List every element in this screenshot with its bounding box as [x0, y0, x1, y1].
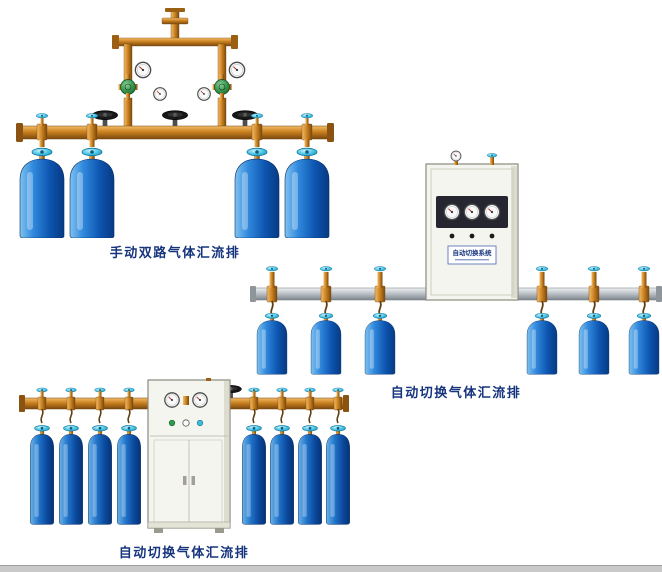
door-handle — [183, 476, 187, 485]
indicator-green — [168, 419, 176, 427]
pressure-gauge-icon — [192, 392, 208, 408]
hand-wheel-icon — [319, 266, 333, 272]
gas-cylinder — [628, 312, 660, 375]
cabinet-label: 自动切换系统 — [453, 248, 493, 257]
station-valves — [35, 113, 314, 126]
black-valve-icon — [91, 110, 119, 126]
pressure-gauge-icon — [153, 87, 167, 101]
gas-cylinder — [29, 424, 55, 525]
hand-wheel-icon — [250, 113, 264, 119]
pressure-gauge-icon — [463, 203, 481, 221]
hand-wheel-icon — [486, 153, 498, 158]
door-handle — [191, 476, 195, 485]
hand-wheel-icon — [373, 266, 387, 272]
pressure-gauges — [134, 61, 246, 101]
gas-cylinder — [116, 424, 142, 525]
manual-dual-manifold-illustration — [16, 8, 334, 238]
pressure-gauge-icon — [164, 392, 180, 408]
mini-gauge-icon — [182, 419, 190, 427]
supply-riser-pipes — [112, 8, 238, 129]
cylinder-stations — [29, 387, 351, 525]
gas-cylinder — [256, 312, 288, 375]
gas-cylinder — [310, 312, 342, 375]
cylinder-stations — [256, 266, 660, 375]
gas-cylinder — [578, 312, 610, 375]
gas-cylinder — [297, 424, 323, 525]
pressure-regulator — [212, 74, 232, 100]
hand-wheel-icon — [300, 113, 314, 119]
cabinet-foot — [154, 528, 163, 533]
hand-wheel-icon — [637, 266, 651, 272]
pressure-gauge-icon — [197, 87, 211, 101]
product-figure-manual-dual-manifold: 手动双路气体汇流排 — [10, 8, 340, 261]
product-figure-auto-switch-wall: 自动切换系统 自动切换气体汇流排 — [250, 150, 662, 401]
product-caption: 手动双路气体汇流排 — [109, 246, 241, 261]
control-cabinet — [147, 378, 231, 533]
pressure-gauge-icon — [450, 150, 462, 162]
pressure-gauge-icon — [228, 61, 246, 79]
gas-cylinder — [364, 312, 396, 375]
indicator-blue — [196, 419, 204, 427]
gas-cylinder — [87, 424, 113, 525]
shutoff-valves — [91, 110, 259, 126]
gas-cylinder — [58, 424, 84, 525]
pressure-gauge-icon — [483, 203, 501, 221]
cylinder-drops — [39, 139, 310, 147]
control-knob — [489, 233, 495, 239]
auto-switch-wall-illustration: 自动切换系统 — [250, 150, 662, 375]
gas-cylinder — [526, 312, 558, 375]
control-knob — [469, 233, 475, 239]
pressure-regulators — [118, 74, 232, 100]
hand-wheel-icon — [265, 266, 279, 272]
black-valve-icon — [231, 110, 259, 126]
gas-cylinder — [241, 424, 267, 525]
pressure-gauge-icon — [134, 61, 152, 79]
product-caption: 自动切换气体汇流排 — [118, 546, 250, 561]
auto-switch-floor-illustration — [19, 378, 351, 533]
control-cabinet: 自动切换系统 — [425, 150, 519, 301]
control-knob — [449, 233, 455, 239]
hand-wheel-icon — [535, 266, 549, 272]
hand-wheel-icon — [587, 266, 601, 272]
hand-wheel-icon — [85, 113, 99, 119]
gas-cylinder — [269, 424, 295, 525]
gas-cylinder — [19, 147, 65, 238]
hand-wheel-icon — [35, 113, 49, 119]
cabinet-foot — [215, 528, 224, 533]
header-pipe — [16, 123, 334, 142]
gas-cylinder — [69, 147, 115, 238]
bottom-border-strip — [0, 565, 662, 572]
gas-cylinder — [325, 424, 351, 525]
product-figure-auto-switch-floor: 自动切换气体汇流排 — [16, 378, 352, 561]
pressure-regulator — [118, 74, 138, 100]
black-valve-icon — [161, 110, 189, 126]
product-caption: 自动切换气体汇流排 — [390, 386, 522, 401]
pressure-gauge-icon — [443, 203, 461, 221]
